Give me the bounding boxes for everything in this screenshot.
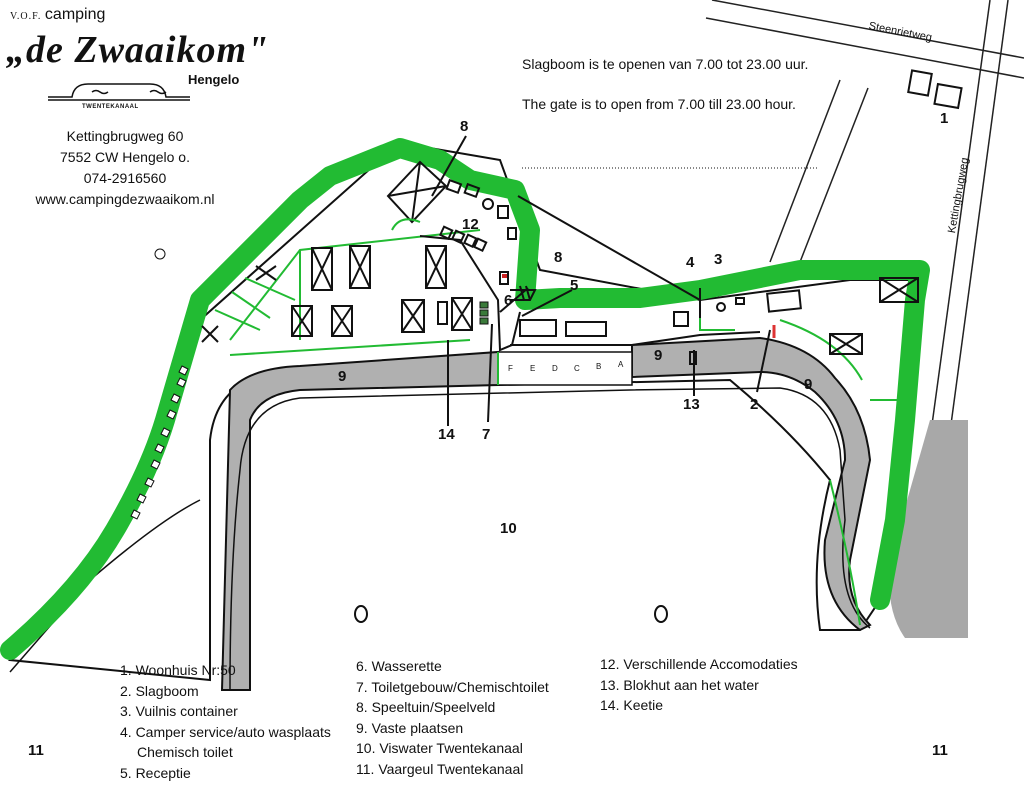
- map-number-12: 12: [462, 216, 479, 233]
- legend-item: 8. Speeltuin/Speelveld: [356, 699, 496, 716]
- map-number-9-east: 9: [804, 376, 813, 393]
- map-number-6: 6: [504, 292, 513, 309]
- legend-item: 10. Viswater Twentekanaal: [356, 740, 523, 757]
- pitch-letter-e: E: [530, 364, 536, 373]
- legend-item: 12. Verschillende Accomodaties: [600, 656, 798, 672]
- map-number-8-playground: 8: [460, 118, 469, 135]
- logo-water-icon: [48, 83, 190, 101]
- washhouse-marker: [502, 274, 507, 278]
- legend-item: 11. Vaargeul Twentekanaal: [356, 760, 524, 777]
- fixed-pitch-band: [220, 350, 499, 691]
- legend-column-3: 12. Verschillende Accomodaties 13. Blokh…: [600, 654, 798, 716]
- pitch-letter-f: F: [508, 364, 513, 373]
- legend-item: Chemisch toilet: [137, 744, 233, 761]
- map-number-13: 13: [683, 396, 700, 413]
- crossed-fields: [201, 245, 919, 355]
- toilet-building: [479, 301, 489, 325]
- lower-shore: [229, 387, 871, 691]
- play-green: [391, 218, 421, 231]
- address-phone: 074-2916560: [83, 170, 167, 186]
- map-number-10: 10: [500, 520, 517, 537]
- pitches-a-f: [497, 351, 633, 386]
- city-label: Hengelo: [188, 72, 240, 87]
- tents: [130, 365, 189, 520]
- address-postcode: 7552 CW Hengelo o.: [60, 149, 190, 165]
- pitch-letter-c: C: [574, 364, 580, 373]
- logo-text: TWENTEKANAAL: [82, 104, 139, 110]
- accommodations: [437, 178, 802, 365]
- address-website: www.campingdezwaaikom.nl: [35, 191, 215, 207]
- legend-item: 2. Slagboom: [120, 682, 199, 699]
- legend-column-2: 6. Wasserette 7. Toiletgebouw/Chemischto…: [356, 656, 549, 780]
- channel-east: [889, 420, 968, 638]
- pointer-lines: [431, 135, 771, 426]
- vof-label: V.O.F. camping: [10, 6, 106, 23]
- map-number-11-west: 11: [28, 742, 44, 759]
- map-number-7: 7: [482, 426, 491, 443]
- legend-item: 3. Vuilnis container: [120, 703, 238, 720]
- pitch-letter-d: D: [552, 364, 558, 373]
- pitch-letter-a: A: [618, 360, 624, 369]
- map-number-9-center: 9: [654, 347, 663, 364]
- map-number-2: 2: [750, 396, 759, 413]
- legend-item: 5. Receptie: [120, 764, 191, 781]
- thin-hedges: [214, 229, 900, 626]
- map-number-8-field: 8: [554, 249, 563, 266]
- map-number-11-east: 11: [932, 742, 948, 759]
- legend-item: 1. Woonhuis Nr:50: [120, 662, 236, 678]
- brand-title: „de Zwaaikom": [6, 29, 270, 71]
- legend-item: 6. Wasserette: [356, 658, 442, 674]
- gate-notice-nl: Slagboom is te openen van 7.00 tot 23.00…: [522, 56, 809, 72]
- legend-item: 4. Camper service/auto wasplaats: [120, 723, 331, 740]
- map-number-14: 14: [438, 426, 455, 443]
- roads: [419, 195, 761, 352]
- legend-item: 13. Blokhut aan het water: [600, 676, 759, 693]
- legend-column-1: 1. Woonhuis Nr:50 2. Slagboom 3. Vuilnis…: [120, 660, 331, 784]
- house-1: [907, 69, 963, 110]
- legend-item: 7. Toiletgebouw/Chemischtoilet: [356, 678, 549, 695]
- fixed-pitch-band-east: [631, 336, 872, 632]
- buoys: [154, 248, 668, 623]
- map-number-5: 5: [570, 277, 579, 294]
- camping-word: camping: [44, 6, 106, 23]
- legend-item: 14. Keetie: [600, 697, 664, 714]
- green-hedge: [0, 138, 930, 660]
- map-number-9-west: 9: [338, 368, 347, 385]
- map-number-3: 3: [714, 251, 723, 268]
- map-number-1: 1: [940, 110, 949, 127]
- map-number-4: 4: [686, 254, 695, 271]
- pitch-letter-b: B: [596, 362, 602, 371]
- address-street: Kettingbrugweg 60: [66, 128, 184, 144]
- legend-item: 9. Vaste plaatsen: [356, 719, 464, 736]
- gate-notice-en: The gate is to open from 7.00 till 23.00…: [522, 96, 796, 112]
